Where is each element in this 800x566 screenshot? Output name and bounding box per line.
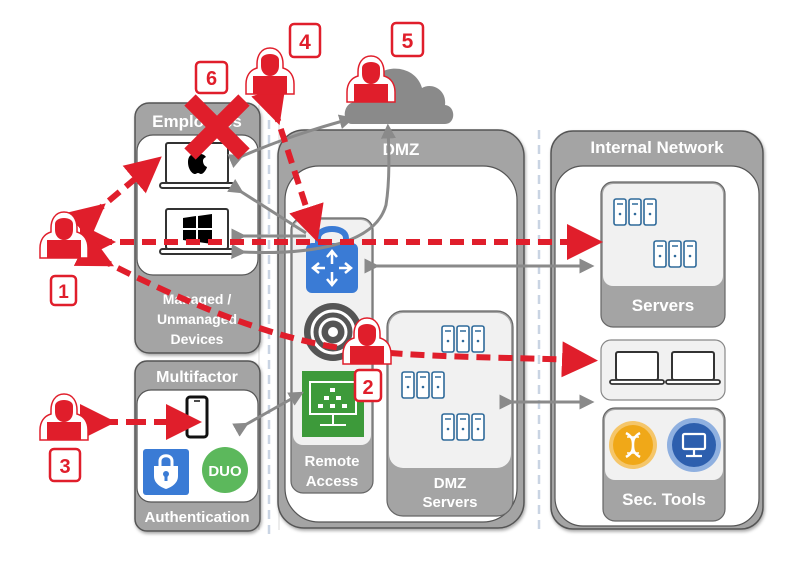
endpoints-panel	[600, 339, 726, 401]
dmz-zone: DMZ Remote Access	[277, 129, 525, 529]
attacker-1: 1	[39, 211, 89, 307]
attack-1-via-2-to-endpoints	[73, 233, 598, 378]
servers-title: Servers	[632, 296, 694, 315]
attacker-5-label: 5	[402, 30, 414, 53]
attacker-2: 2	[342, 317, 392, 403]
attacker-6-badge	[194, 60, 229, 95]
attack-path-arrows	[66, 85, 603, 440]
attacker-1-badge	[49, 274, 78, 307]
mfa-zone: Multifactor Authentication DUO	[134, 360, 261, 532]
x-cross-icon	[184, 94, 250, 160]
employees-footer-line3: Devices	[171, 331, 224, 347]
employees-footer-line1: Managed /	[163, 291, 232, 307]
attacker-4: 4	[245, 22, 322, 95]
sec-tools-panel: Sec. Tools	[602, 407, 726, 522]
attacker-1-label: 1	[58, 282, 69, 303]
duo-text: DUO	[208, 463, 242, 480]
laptop-icon	[609, 351, 665, 385]
duo-icon: DUO	[202, 447, 248, 493]
attacker-3-label: 3	[59, 456, 70, 478]
remote-access-line1: Remote	[304, 453, 359, 470]
attack-1-to-mac	[66, 156, 162, 241]
internal-network-title: Internal Network	[590, 138, 724, 157]
attacker-3-badge	[48, 447, 82, 483]
attacker-3: 3	[39, 393, 89, 483]
servers-panel: Servers	[600, 181, 726, 328]
sec-tools-title: Sec. Tools	[622, 490, 706, 509]
dmz-servers-line1: DMZ	[434, 475, 467, 492]
windows-laptop-icon	[159, 208, 235, 255]
smartphone-icon	[185, 395, 209, 439]
attacker-2-badge	[353, 368, 383, 403]
internal-network-zone: Internal Network Servers Se	[550, 130, 764, 530]
dna-icon	[609, 421, 657, 469]
arrow-mfa-to-remote	[232, 391, 304, 437]
remote-desktop-icon	[302, 371, 364, 437]
attacker-5-badge	[390, 21, 425, 58]
attacker-4-badge	[288, 22, 322, 59]
dmz-servers-line2: Servers	[422, 494, 477, 511]
remote-access-line2: Access	[306, 473, 359, 490]
dmz-servers-panel: DMZ Servers	[386, 310, 514, 517]
attacker-4-label: 4	[299, 31, 311, 54]
attacker-6-label: 6	[206, 68, 217, 90]
monitor-icon	[667, 418, 721, 472]
mfa-title: Multifactor	[156, 369, 238, 386]
mfa-footer: Authentication	[145, 509, 250, 526]
laptop-icon	[665, 351, 721, 385]
attacker-2-label: 2	[362, 377, 373, 399]
attacker-5: 5	[346, 21, 425, 103]
attacker-6: 6	[194, 60, 229, 95]
shield-lock-icon	[143, 449, 189, 495]
